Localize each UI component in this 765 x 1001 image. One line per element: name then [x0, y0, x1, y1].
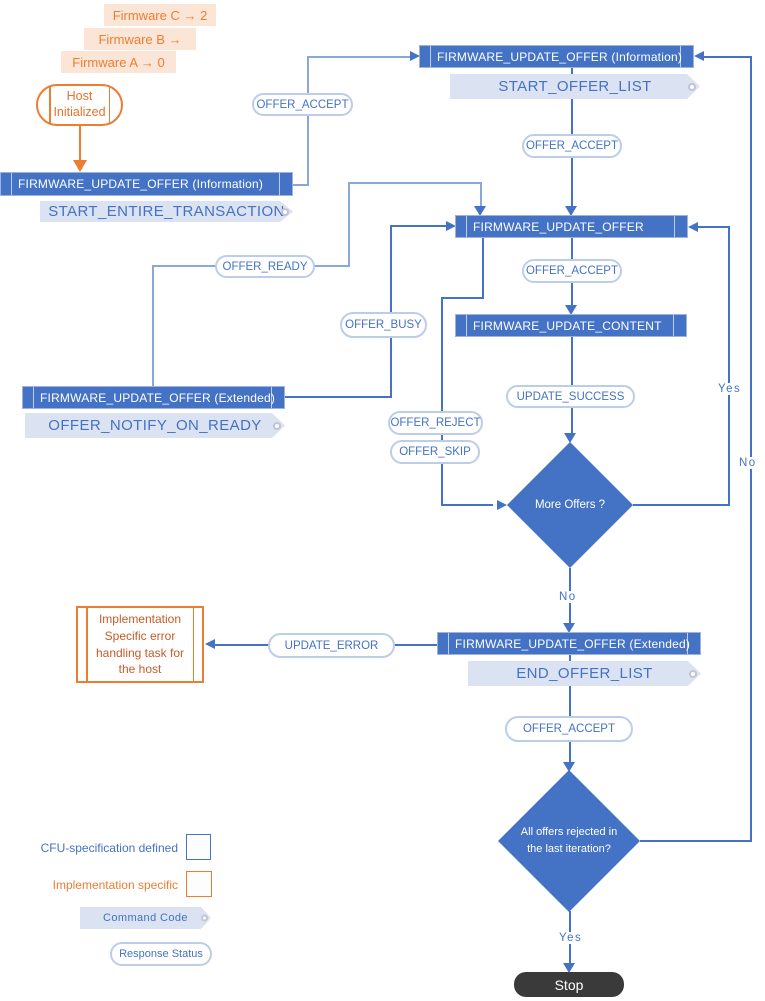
command-box-firmware-update-offer: FIRMWARE_UPDATE_OFFER: [455, 215, 688, 238]
legend-command-code-tag: Command Code: [80, 907, 211, 929]
arrowhead-icon: [688, 222, 698, 232]
decision-more-offers: More Offers ?: [507, 442, 633, 568]
edge-line: [697, 226, 728, 228]
tag-hole-icon: [688, 83, 696, 91]
command-tag-start-entire-transaction: START_ENTIRE_TRANSACTION: [40, 201, 293, 222]
edge-line: [571, 158, 573, 208]
edge-line: [79, 125, 81, 163]
arrowhead-icon: [410, 51, 420, 61]
arrowhead-icon: [497, 500, 507, 510]
legend-impl-specific-swatch: [186, 871, 212, 897]
edge-line: [571, 68, 573, 76]
edge-label-no-middle: No: [558, 591, 578, 603]
tag-hole-icon: [689, 670, 697, 678]
arrowhead-icon: [563, 762, 575, 772]
edge-line: [293, 184, 309, 186]
arrowhead-icon: [564, 433, 576, 443]
edge-line: [569, 742, 571, 764]
command-box-offer-information-top: FIRMWARE_UPDATE_OFFER (Information): [419, 45, 694, 68]
response-pill-update-success: UPDATE_SUCCESS: [506, 385, 635, 408]
firmware-label-a: Firmware A → 0: [61, 51, 176, 73]
command-box-offer-extended-end: FIRMWARE_UPDATE_OFFER (Extended): [437, 632, 701, 655]
arrowhead-icon: [565, 206, 577, 216]
tag-label: Command Code: [103, 912, 188, 924]
edge-line: [348, 182, 350, 267]
response-pill-offer-accept-1: OFFER_ACCEPT: [252, 93, 353, 116]
command-box-firmware-update-content: FIRMWARE_UPDATE_CONTENT: [455, 314, 687, 337]
edge-line: [390, 225, 447, 227]
edge-line: [569, 655, 571, 663]
response-pill-offer-accept-2: OFFER_ACCEPT: [522, 134, 622, 158]
tag-label: END_OFFER_LIST: [516, 665, 653, 682]
command-box-offer-information-host: FIRMWARE_UPDATE_OFFER (Information): [0, 172, 293, 196]
response-pill-offer-skip: OFFER_SKIP: [390, 440, 480, 464]
response-pill-offer-ready: OFFER_READY: [215, 255, 315, 278]
arrowhead-icon: [446, 221, 456, 231]
implementation-error-task-node: Implementation Specific error handling t…: [76, 606, 204, 683]
firmware-label-b: Firmware B →: [84, 28, 196, 50]
edge-line: [285, 396, 391, 398]
edge-line: [571, 99, 573, 135]
edge-label-yes-bottom: Yes: [558, 932, 584, 944]
legend-cfu-defined-label: CFU-specification defined: [40, 841, 178, 855]
edge-line: [152, 265, 216, 267]
edge-line: [569, 686, 571, 717]
response-pill-offer-accept-3: OFFER_ACCEPT: [522, 259, 622, 283]
arrowhead-icon: [73, 160, 87, 172]
arrowhead-icon: [563, 963, 575, 973]
edge-line: [633, 504, 729, 506]
arrowhead-icon: [205, 639, 215, 649]
tag-hole-icon: [201, 915, 208, 922]
edge-line: [441, 297, 443, 506]
legend-impl-specific-label: Implementation specific: [52, 878, 178, 892]
edge-line: [571, 408, 573, 435]
response-pill-offer-busy: OFFER_BUSY: [340, 312, 427, 338]
edge-line: [480, 182, 482, 208]
edge-line: [571, 283, 573, 307]
edge-line: [348, 182, 481, 184]
edge-line: [704, 56, 750, 58]
edge-line: [750, 56, 752, 842]
edge-line: [571, 337, 573, 386]
response-pill-offer-accept-4: OFFER_ACCEPT: [505, 716, 633, 742]
tag-label: OFFER_NOTIFY_ON_READY: [48, 417, 262, 434]
edge-line: [482, 238, 484, 299]
response-pill-update-error: UPDATE_ERROR: [268, 633, 395, 658]
edge-line: [441, 297, 484, 299]
edge-line: [307, 56, 411, 58]
command-tag-start-offer-list: START_OFFER_LIST: [450, 74, 700, 99]
tag-label: START_OFFER_LIST: [498, 78, 652, 95]
edge-line: [571, 238, 573, 260]
arrowhead-icon: [565, 305, 577, 315]
decision-all-offers-rejected: All offers rejected in the last iteratio…: [498, 770, 640, 912]
arrowhead-icon: [563, 623, 575, 633]
edge-line: [314, 265, 348, 267]
legend-cfu-defined-swatch: [186, 834, 211, 860]
edge-line: [152, 265, 154, 386]
edge-line: [307, 56, 309, 186]
tag-label: START_ENTIRE_TRANSACTION: [48, 203, 285, 220]
arrowhead-icon: [694, 51, 704, 61]
command-tag-end-offer-list: END_OFFER_LIST: [468, 661, 701, 686]
edge-line: [441, 504, 493, 506]
arrowhead-icon: [474, 206, 486, 216]
host-initialized-node: Host Initialized: [36, 84, 123, 126]
command-box-offer-extended-notify: FIRMWARE_UPDATE_OFFER (Extended): [22, 386, 285, 409]
edge-line: [640, 840, 750, 842]
edge-label-yes-right: Yes: [717, 383, 743, 395]
firmware-label-c: Firmware C → 2: [104, 4, 216, 26]
edge-label-no-right: No: [738, 457, 758, 469]
edge-line: [728, 226, 730, 506]
legend-response-status-pill: Response Status: [110, 942, 212, 966]
tag-hole-icon: [281, 208, 289, 216]
response-pill-offer-reject: OFFER_REJECT: [388, 411, 483, 435]
stop-node: Stop: [514, 972, 624, 997]
command-tag-offer-notify-on-ready: OFFER_NOTIFY_ON_READY: [25, 413, 285, 438]
tag-hole-icon: [273, 422, 281, 430]
